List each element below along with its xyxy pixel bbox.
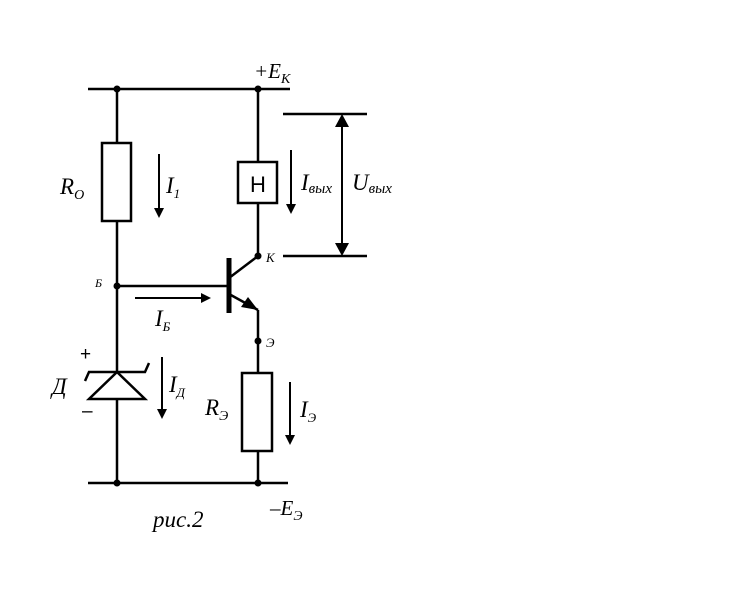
load-box [236,160,279,205]
zener-diode [83,362,151,401]
resistor-re [240,371,274,453]
arrow-i-b [135,293,211,303]
label-i1: I1 [165,173,180,201]
label-diode: Д [50,374,68,399]
arrow-i-out [286,150,296,214]
label-i-e: IЭ [299,397,317,425]
label-supply-positive: +EК [254,59,291,87]
label-supply-negative: –EЭ [269,496,303,524]
label-r0: RO [59,174,84,203]
label-u-out: Uвых [352,170,392,197]
label-plus: + [80,344,91,365]
label-i-b: IБ [154,306,171,334]
junction-dot [254,337,262,345]
label-minus: – [82,401,93,422]
load-box-label: Н [250,172,266,197]
junction-dot [113,282,121,290]
npn-transistor [226,255,259,313]
label-node-k: К [265,250,276,265]
junction-dot [254,479,262,487]
junction-dot [113,479,121,487]
arrow-i-e [285,382,295,445]
arrow-i1 [154,154,164,218]
label-i-d: IД [168,372,186,400]
label-node-e: Э [266,335,275,350]
figure-caption: рис.2 [151,507,203,532]
label-r-e: RЭ [204,395,228,424]
junction-dot [254,85,262,93]
resistor-r0 [100,141,133,223]
label-i-out: Iвых [300,170,332,197]
label-node-b: Б [94,276,102,290]
junction-dot [113,85,121,93]
output-voltage-bracket [283,112,367,258]
arrow-i-d [157,357,167,419]
